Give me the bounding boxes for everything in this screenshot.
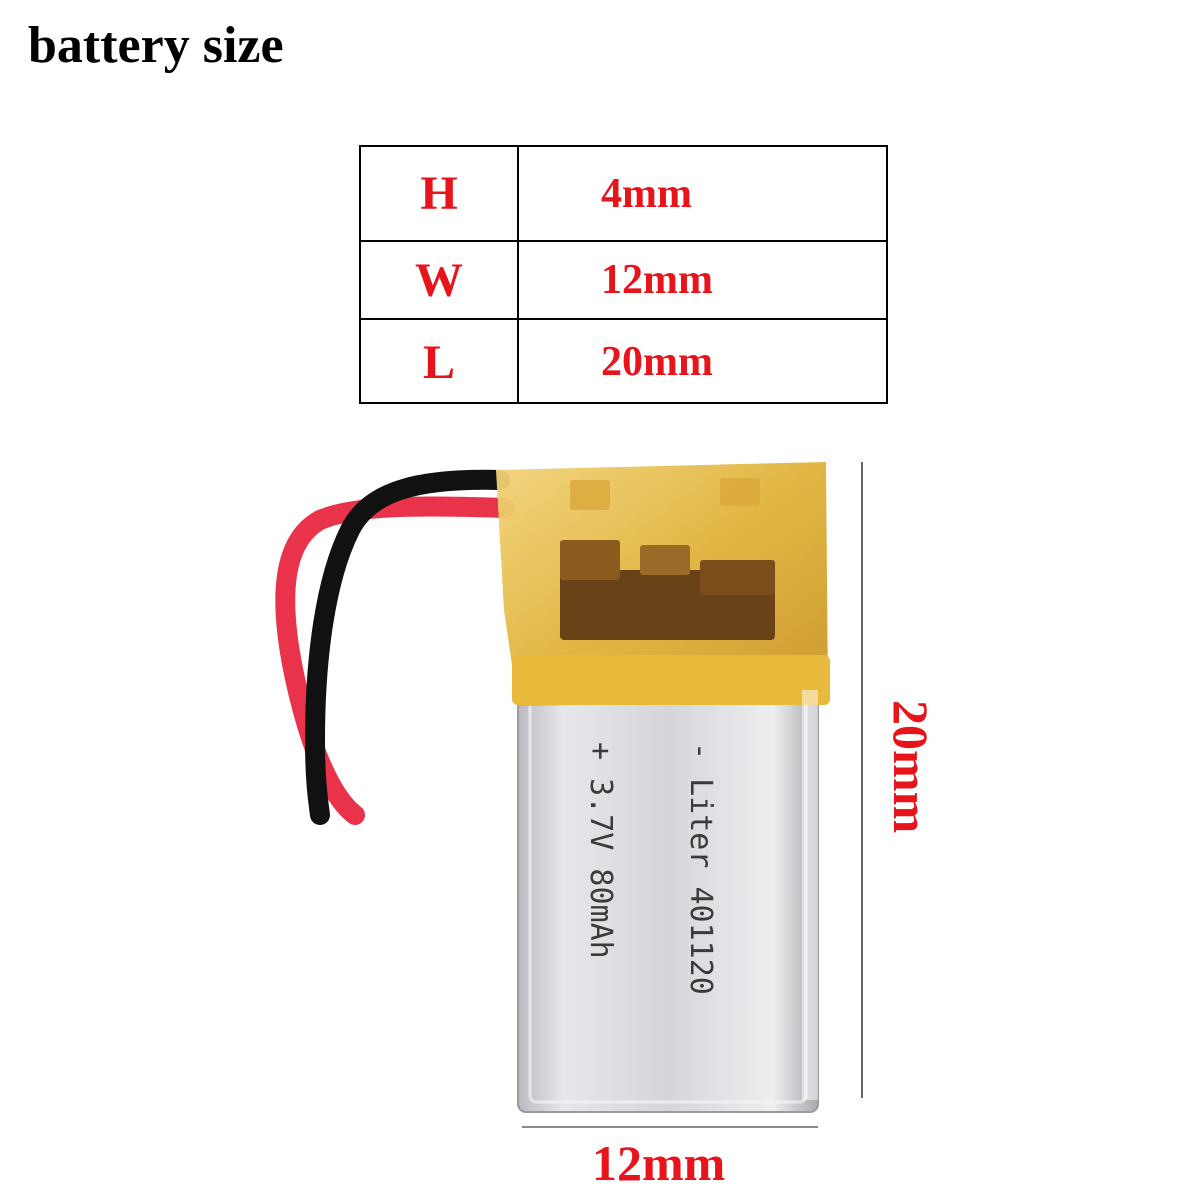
size-value-w: 12mm <box>601 257 713 303</box>
size-value-l: 20mm <box>601 339 713 385</box>
size-row-h: H 4mm <box>361 147 886 242</box>
black-wire <box>304 469 510 825</box>
page-title: battery size <box>28 17 284 74</box>
width-dimension-label: 12mm <box>592 1135 726 1191</box>
size-row-l: L 20mm <box>361 320 886 404</box>
length-dimension-label: 20mm <box>883 700 939 834</box>
size-row-w: W 12mm <box>361 242 886 320</box>
battery-label-line2: + 3.7V 80mAh <box>583 742 618 959</box>
battery-label-line1: - Liter 401120 <box>683 742 718 995</box>
cell-divider <box>517 147 519 240</box>
size-key-w: W <box>415 253 463 307</box>
cell-divider <box>517 242 519 318</box>
cell-divider <box>517 320 519 404</box>
size-table: H 4mm W 12mm L 20mm <box>359 145 888 404</box>
battery-cell <box>517 671 819 1113</box>
size-key-h: H <box>420 167 458 220</box>
size-key-l: L <box>422 335 455 389</box>
size-value-h: 4mm <box>601 170 692 217</box>
